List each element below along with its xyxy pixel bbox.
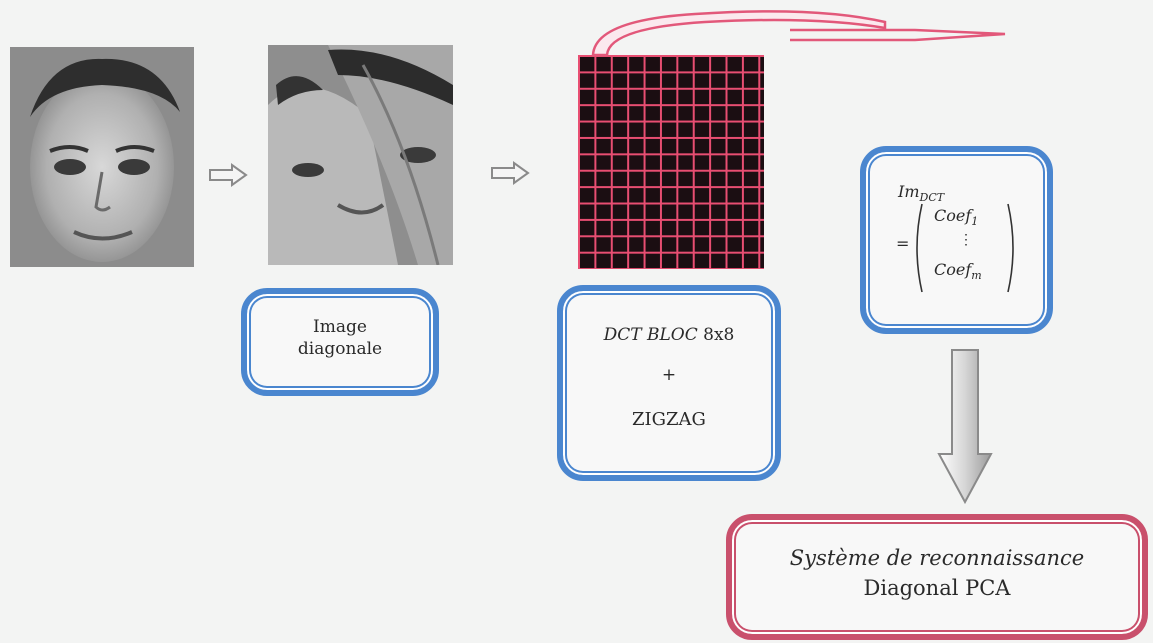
- coef-m-text: Coef: [934, 260, 972, 279]
- dct-bloc-size: 8x8: [703, 325, 735, 345]
- coef-m: Coefm: [934, 260, 982, 282]
- dct-vector-box: ImDCT = Coef1 ⋮ Coefm: [860, 146, 1053, 334]
- recognition-system-box: Système de reconnaissance Diagonal PCA: [726, 514, 1148, 640]
- coef-1-sub: 1: [971, 215, 979, 229]
- curved-arrow-icon: [591, 10, 1006, 57]
- face-photo: [10, 47, 194, 267]
- image-diagonale-line1: Image: [313, 317, 367, 337]
- coef-1-text: Coef: [934, 206, 972, 225]
- dct-block-grid: [578, 55, 764, 269]
- dct-zigzag-box: DCT BLOC 8x8 + ZIGZAG: [557, 285, 781, 481]
- dct-zigzag: ZIGZAG: [632, 409, 706, 430]
- dct-bloc-label: DCT BLOC 8x8: [563, 325, 775, 345]
- right-arrow-icon: [491, 161, 530, 185]
- im-subscript: DCT: [919, 191, 945, 205]
- im-dct-label: ImDCT: [898, 182, 944, 204]
- right-arrow-icon: [209, 163, 248, 187]
- down-arrow-icon: [937, 349, 993, 505]
- im-text: Im: [898, 182, 920, 201]
- dct-plus: +: [661, 365, 677, 385]
- recognition-method: Diagonal PCA: [863, 576, 1011, 600]
- equals-sign: =: [896, 234, 910, 253]
- image-diagonale-line2: diagonale: [297, 339, 383, 359]
- matrix-brackets: [916, 203, 1014, 293]
- vertical-dots: ⋮: [959, 232, 973, 248]
- dct-bloc-italic: DCT BLOC: [603, 325, 698, 345]
- recognition-title: Système de reconnaissance: [789, 546, 1085, 570]
- diagonal-face-photo: [268, 45, 453, 265]
- image-diagonale-box: Image diagonale: [241, 288, 439, 396]
- coef-1: Coef1: [934, 206, 978, 228]
- coef-m-sub: m: [971, 269, 982, 283]
